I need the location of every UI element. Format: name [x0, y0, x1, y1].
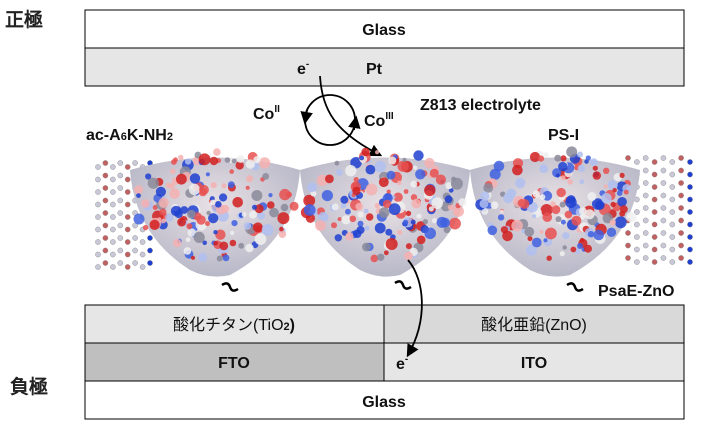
zno-label: 酸化亜鉛(ZnO)	[481, 316, 587, 334]
peptide-label: ac-A6K-NH2	[86, 127, 173, 144]
psae-zno-label: PsaE-ZnO	[598, 283, 674, 300]
peptide-chains-left	[95, 160, 153, 270]
top-glass-label: Glass	[362, 22, 406, 39]
top-glass-layer	[84, 9, 685, 49]
cycle-arrow-up-icon	[348, 115, 361, 131]
pt-label: Pt	[366, 61, 383, 78]
negative-electrode-label: 負極	[10, 375, 48, 398]
fto-layer	[84, 342, 385, 382]
tether-middle	[394, 280, 412, 290]
psi-protein	[470, 146, 640, 277]
redox-cycle	[304, 94, 356, 146]
psi-label: PS-I	[548, 127, 579, 144]
fto-label: FTO	[218, 355, 250, 372]
ito-layer	[383, 342, 685, 382]
bottom-glass-layer	[84, 380, 685, 420]
co-iii-label: CoIII	[364, 111, 394, 130]
electron-label-top: e-	[297, 59, 309, 78]
psi-protein	[300, 147, 470, 277]
co-ii-label: CoII	[253, 104, 280, 123]
electron-flow-arrow-bottom	[406, 259, 423, 358]
ito-label: ITO	[521, 355, 547, 372]
electron-flow-arrow-top	[319, 75, 383, 157]
tether-left	[221, 282, 239, 292]
psi-protein	[130, 148, 300, 277]
cycle-arrow-down-icon	[300, 109, 313, 125]
electron-label-bottom: e-	[396, 354, 408, 373]
electrolyte-label: Z813 electrolyte	[420, 97, 541, 114]
tether-right	[566, 282, 584, 292]
psi-proteins	[130, 146, 640, 277]
tio2-label: 酸化チタン(TiO2)	[173, 316, 295, 334]
pt-layer	[84, 47, 685, 87]
positive-electrode-label: 正極	[5, 8, 43, 31]
zno-layer	[383, 304, 685, 344]
bottom-glass-label: Glass	[362, 394, 406, 411]
